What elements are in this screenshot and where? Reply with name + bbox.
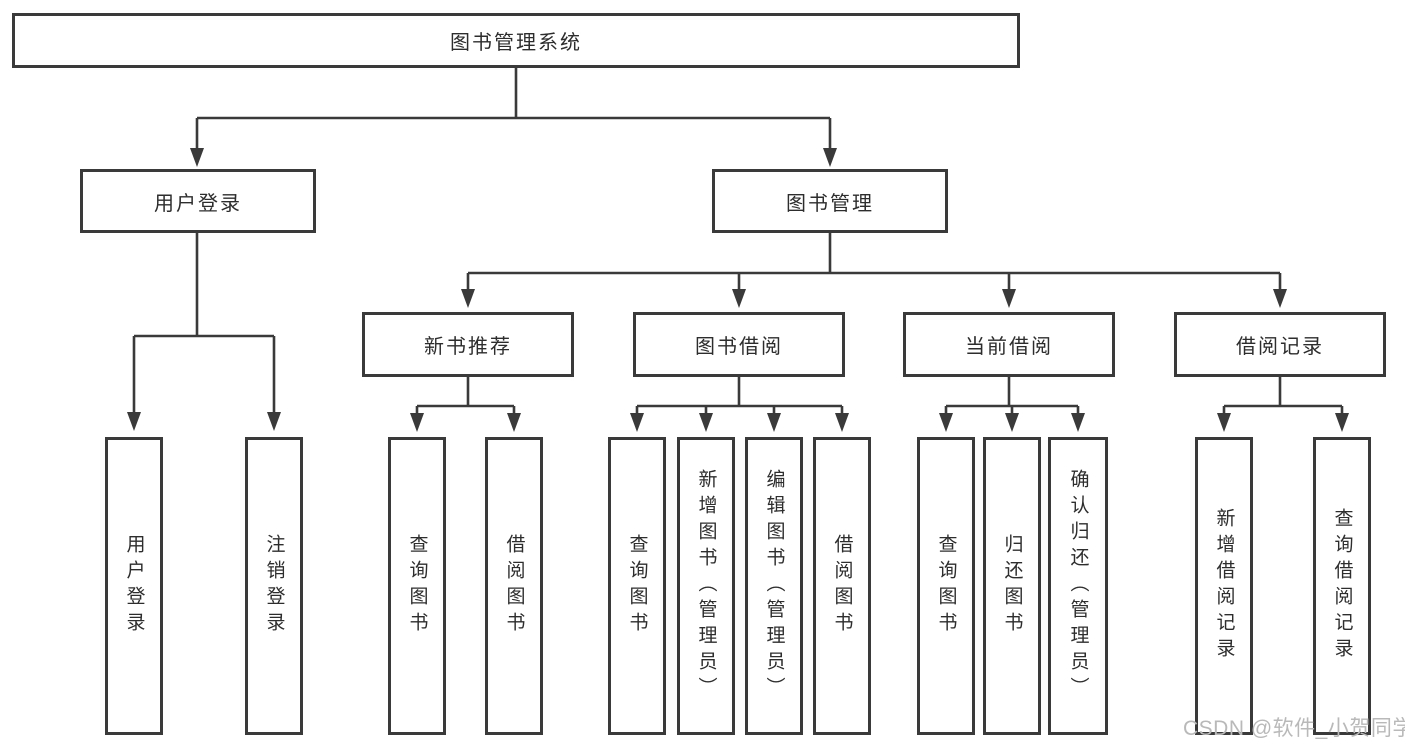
leaf-query-books-1: 查询图书	[388, 437, 446, 735]
connector-root-to-level2	[195, 68, 832, 150]
connector-bookborrow-to-leaves	[635, 377, 844, 415]
connector-bookmgmt-to-level3	[466, 233, 1282, 291]
node-label: 确认归还（管理员）	[1067, 469, 1089, 703]
leaf-add-books-admin: 新增图书（管理员）	[677, 437, 735, 735]
node-label: 用户登录	[123, 534, 145, 638]
connector-currentborrow-to-leaves	[944, 377, 1080, 415]
node-label: 图书管理	[786, 192, 874, 215]
node-label: 图书管理系统	[450, 32, 582, 54]
leaf-query-books-2: 查询图书	[608, 437, 666, 735]
node-label: 借阅图书	[831, 534, 853, 638]
leaf-borrow-books-2: 借阅图书	[813, 437, 871, 735]
node-label: 借阅记录	[1236, 336, 1324, 358]
node-root: 图书管理系统	[12, 13, 1020, 68]
leaf-add-borrow-record: 新增借阅记录	[1195, 437, 1253, 735]
node-label: 借阅图书	[503, 534, 525, 638]
watermark: CSDN @软件_小贺同学	[1183, 717, 1405, 740]
node-label: 新增图书（管理员）	[695, 469, 717, 703]
node-label: 编辑图书（管理员）	[763, 469, 785, 703]
connector-borrowrecord-to-leaves	[1222, 377, 1344, 415]
node-user-login: 用户登录	[80, 169, 316, 233]
node-book-management: 图书管理	[712, 169, 948, 233]
node-label: 新书推荐	[424, 336, 512, 358]
connector-userlogin-to-leaves	[132, 233, 276, 414]
node-label: 查询借阅记录	[1331, 508, 1353, 664]
node-book-borrowing: 图书借阅	[633, 312, 845, 377]
node-label: 查询图书	[626, 534, 648, 638]
connector-newbook-to-leaves	[415, 377, 516, 415]
node-label: 图书借阅	[695, 336, 783, 358]
leaf-borrow-books-1: 借阅图书	[485, 437, 543, 735]
node-label: 新增借阅记录	[1213, 508, 1235, 664]
node-current-borrowing: 当前借阅	[903, 312, 1115, 377]
arrow-down-icon	[127, 148, 1349, 432]
node-borrowing-records: 借阅记录	[1174, 312, 1386, 377]
node-label: 查询图书	[935, 534, 957, 638]
leaf-confirm-return-admin: 确认归还（管理员）	[1048, 437, 1108, 735]
leaf-logout: 注销登录	[245, 437, 303, 735]
leaf-user-login: 用户登录	[105, 437, 163, 735]
leaf-edit-books-admin: 编辑图书（管理员）	[745, 437, 803, 735]
node-label: 用户登录	[154, 192, 242, 215]
leaf-query-borrow-record: 查询借阅记录	[1313, 437, 1371, 735]
leaf-return-books: 归还图书	[983, 437, 1041, 735]
node-new-book-recommend: 新书推荐	[362, 312, 574, 377]
node-label: 查询图书	[406, 534, 428, 638]
leaf-query-books-3: 查询图书	[917, 437, 975, 735]
node-label: 注销登录	[263, 534, 285, 638]
node-label: 归还图书	[1001, 534, 1023, 638]
node-label: 当前借阅	[965, 336, 1053, 358]
